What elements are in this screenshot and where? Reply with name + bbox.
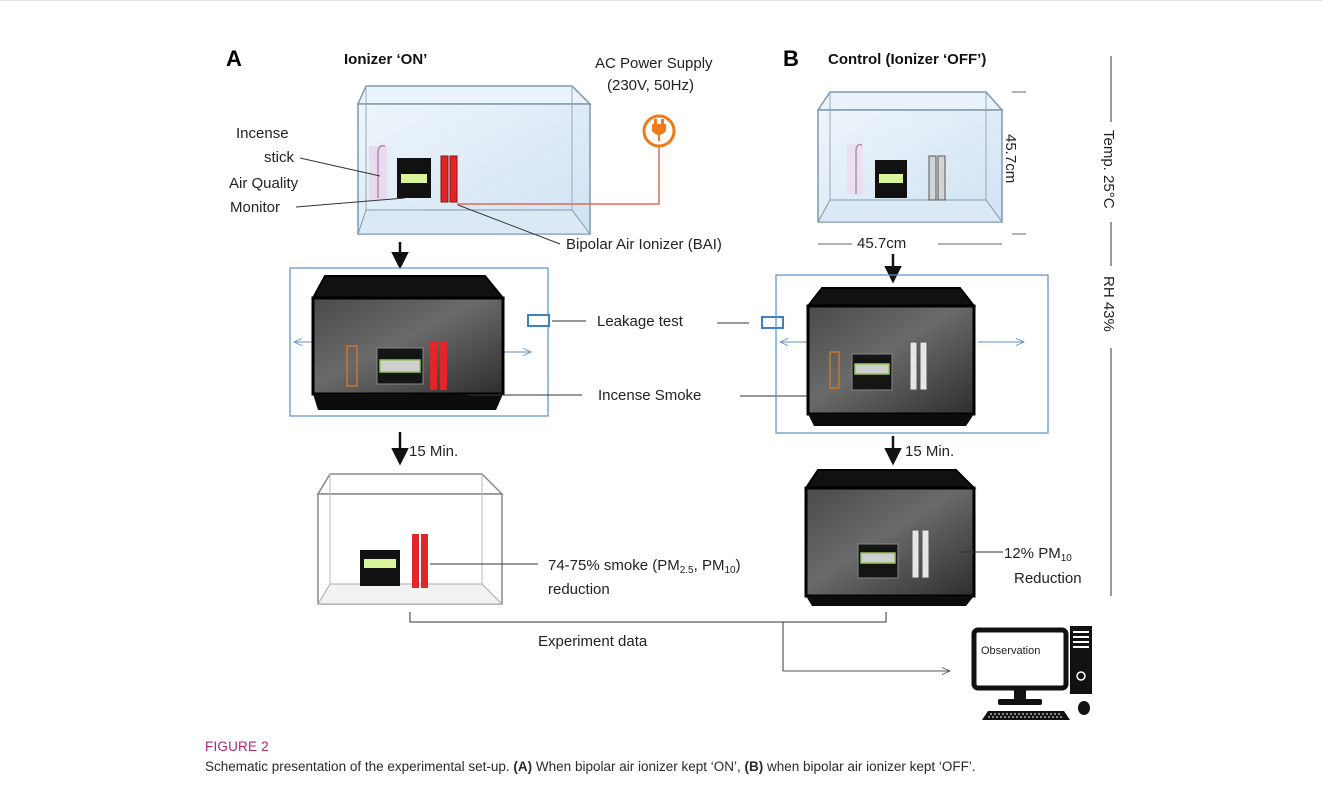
observation-screen-text: Observation [981,645,1040,657]
result-b-line1: 12% PM10 [1004,545,1072,564]
leakage-test-label: Leakage test [597,313,684,330]
panel-a-title: Ionizer ‘ON’ [344,51,427,68]
power-plug-icon [642,114,676,148]
bai-leader-line [457,204,561,245]
bai-label: Bipolar Air Ionizer (BAI) [566,236,722,253]
panel-b-letter: B [783,46,799,71]
clear-chamber-a [316,473,504,605]
caption-label: FIGURE 2 [205,739,269,754]
rh-label: RH 43% [1100,276,1117,332]
power-cable [457,146,660,205]
result-a-line2: reduction [548,581,610,598]
leak-frame-a [289,267,549,417]
incense-stick-label-1: Incense [236,125,289,142]
height-dimension: 45.7cm [1002,134,1019,183]
incense-stick-a [369,144,387,200]
result-a-line1: 74-75% smoke (PM2.5, PM10) [548,557,741,576]
air-quality-label-2: Monitor [230,199,280,216]
top-divider [0,0,1322,1]
caption-text-mid: When bipolar air ionizer kept ‘ON’, [532,759,745,774]
leak-frame-b [775,274,1049,434]
power-supply-label-1: AC Power Supply [595,55,713,72]
panel-b-title: Control (Ionizer ‘OFF’) [828,51,986,68]
power-supply-label-2: (230V, 50Hz) [607,77,694,94]
caption-text-start: Schematic presentation of the experiment… [205,759,514,774]
glass-chamber-b [816,91,1004,223]
ionizer-on-a [440,155,458,203]
air-quality-monitor-a [397,158,431,198]
glass-chamber-a [356,85,592,235]
air-quality-label-1: Air Quality [229,175,299,192]
experiment-data-label: Experiment data [538,633,648,650]
caption-ref-a: (A) [513,759,533,774]
computer-icon [971,626,1092,720]
width-dimension: 45.7cm [857,235,906,252]
panel-b-time: 15 Min. [905,443,954,460]
panel-a-time: 15 Min. [409,443,458,460]
figure-caption: FIGURE 2 Schematic presentation of the e… [205,737,1215,777]
smoke-chamber-a [311,275,506,410]
result-chamber-b [804,469,977,606]
monitor-leader-line [295,197,406,208]
leak-sensor-right [761,316,784,329]
temp-label: Temp. 25°C [1100,130,1117,209]
caption-text: Schematic presentation of the experiment… [205,757,1215,777]
smoke-chamber-b [805,287,977,426]
incense-leader-line [299,157,381,177]
incense-stick-label-2: stick [264,149,295,166]
leak-sensor-left [527,314,550,327]
data-bracket [409,612,887,623]
caption-text-end: when bipolar air ionizer kept ‘OFF’. [763,759,976,774]
caption-ref-b: (B) [744,759,764,774]
incense-smoke-label: Incense Smoke [598,387,701,404]
panel-a-letter: A [226,46,242,71]
result-b-line2: Reduction [1014,570,1082,587]
